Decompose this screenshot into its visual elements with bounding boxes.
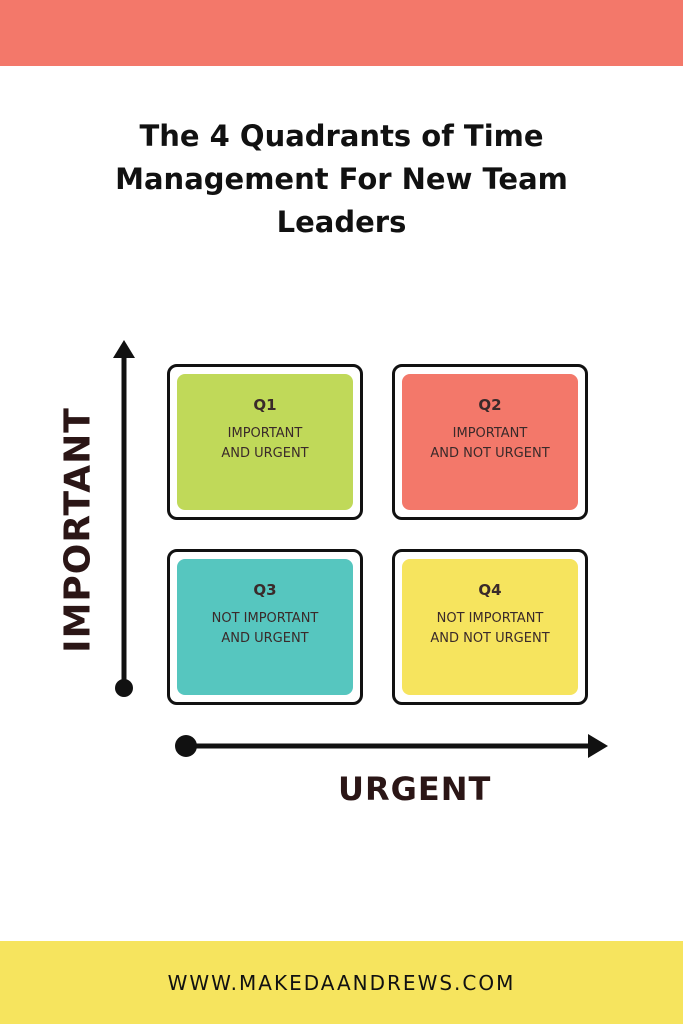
quadrant-q2: Q2 IMPORTANT AND NOT URGENT — [392, 364, 588, 520]
quadrant-name: Q2 — [478, 396, 502, 414]
y-axis-label: IMPORTANT — [57, 407, 99, 653]
quadrant-description: NOT IMPORTANT AND URGENT — [185, 609, 345, 649]
quadrant-description: NOT IMPORTANT AND NOT URGENT — [410, 609, 570, 649]
quadrant-desc-line: IMPORTANT — [452, 426, 528, 441]
footer-band: WWW.MAKEDAANDREWS.COM — [0, 941, 683, 1024]
quadrant-name: Q1 — [253, 396, 277, 414]
quadrant-desc-line: NOT IMPORTANT — [436, 611, 544, 626]
y-axis-origin-dot — [115, 679, 133, 697]
quadrant-q4-fill: Q4 NOT IMPORTANT AND NOT URGENT — [402, 559, 578, 695]
quadrant-desc-line: AND URGENT — [221, 446, 309, 461]
quadrant-description: IMPORTANT AND URGENT — [185, 424, 345, 464]
quadrant-desc-line: NOT IMPORTANT — [211, 611, 319, 626]
x-axis-label: URGENT — [338, 770, 492, 808]
quadrant-q4: Q4 NOT IMPORTANT AND NOT URGENT — [392, 549, 588, 705]
quadrant-q3: Q3 NOT IMPORTANT AND URGENT — [167, 549, 363, 705]
quadrant-q3-fill: Q3 NOT IMPORTANT AND URGENT — [177, 559, 353, 695]
top-color-band — [0, 0, 683, 66]
diagram-title: The 4 Quadrants of Time Management For N… — [115, 119, 568, 239]
quadrant-q1: Q1 IMPORTANT AND URGENT — [167, 364, 363, 520]
quadrant-desc-line: AND NOT URGENT — [430, 446, 550, 461]
quadrant-desc-line: IMPORTANT — [227, 426, 303, 441]
quadrant-desc-line: AND URGENT — [221, 631, 309, 646]
quadrant-name: Q4 — [478, 581, 502, 599]
y-axis-arrowhead — [113, 340, 135, 358]
quadrant-q2-fill: Q2 IMPORTANT AND NOT URGENT — [402, 374, 578, 510]
quadrant-description: IMPORTANT AND NOT URGENT — [410, 424, 570, 464]
x-axis-arrowhead — [588, 734, 608, 758]
x-axis-origin-dot — [175, 735, 197, 757]
quadrant-q1-fill: Q1 IMPORTANT AND URGENT — [177, 374, 353, 510]
footer-url: WWW.MAKEDAANDREWS.COM — [167, 970, 516, 995]
quadrant-name: Q3 — [253, 581, 277, 599]
quadrant-desc-line: AND NOT URGENT — [430, 631, 550, 646]
